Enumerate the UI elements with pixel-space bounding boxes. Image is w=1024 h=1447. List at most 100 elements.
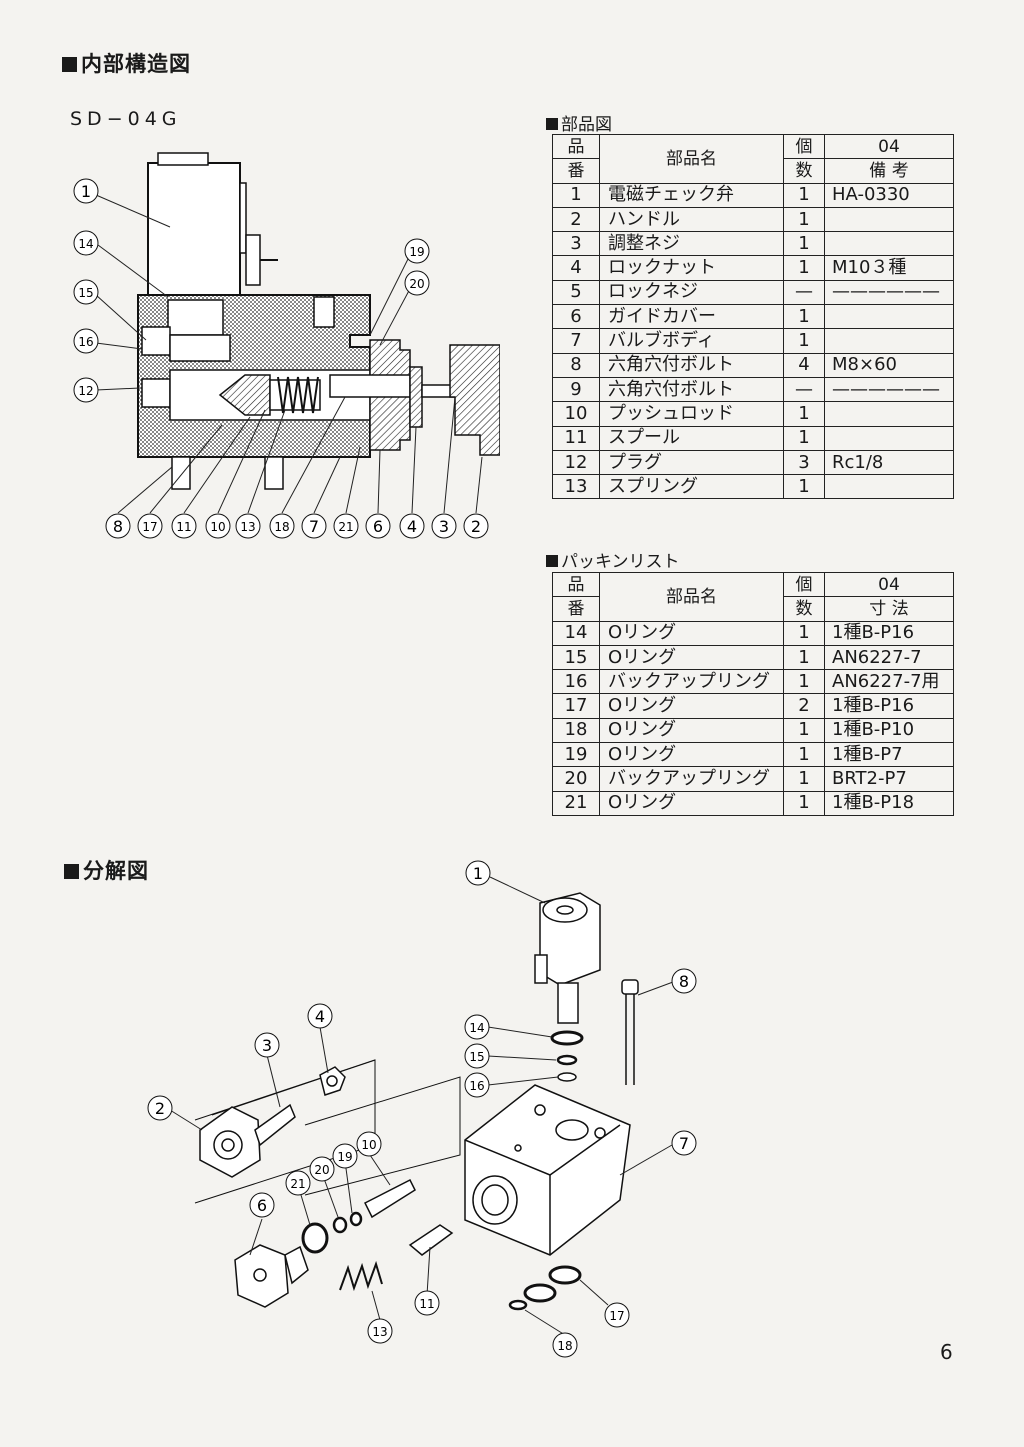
header-remark: 備 考 [824,158,954,184]
callout-11: 11 [414,1290,440,1316]
exploded-view-drawing: 1 8 14 15 16 7 4 3 2 10 19 20 21 6 11 13… [147,860,697,1358]
row-no: 13 [552,474,600,500]
row-remark: 1種B-P16 [824,620,954,646]
row-remark [824,328,954,354]
callout-14: 14 [464,1014,490,1040]
row-remark: Rc1/8 [824,449,954,476]
callout-label: 1 [81,182,91,201]
row-remark [824,231,954,257]
callout-label: 7 [309,517,319,536]
callout-label: 18 [557,1339,572,1353]
row-qty: 4 [783,352,825,378]
header-model: 04 [824,133,954,160]
parts-table-title: 部品図 [561,115,612,135]
callout-12: 12 [73,377,99,403]
callout-label: 14 [469,1021,484,1035]
internal-structure-title: 内部構造図 [81,52,191,76]
row-name: ロックナット [599,255,784,281]
row-no: 16 [552,669,600,695]
callout-2: 2 [147,1095,173,1121]
row-no: 17 [552,693,600,719]
callout-13: 13 [367,1318,393,1344]
header-no-bottom: 番 [552,596,600,622]
packing-table-heading: パッキンリスト [546,547,680,572]
row-qty: 1 [783,620,825,646]
row-qty: 2 [783,693,825,719]
row-remark: 1種B-P7 [824,742,954,768]
row-no: 10 [552,401,600,427]
callout-19: 19 [404,238,430,264]
callout-15: 15 [464,1043,490,1069]
row-remark: BRT2-P7 [824,766,954,792]
row-name: 電磁チェック弁 [599,182,784,208]
row-no: 14 [552,620,600,646]
row-qty: 1 [783,644,825,671]
callout-label: 3 [262,1036,272,1055]
row-no: 5 [552,279,600,306]
row-name: ロックネジ [599,279,784,306]
row-remark: —————— [824,376,954,403]
row-remark: 1種B-P18 [824,790,954,816]
callout-13: 13 [235,513,261,539]
row-remark: 1種B-P10 [824,717,954,744]
heading-square-icon [546,555,558,567]
callout-20: 20 [309,1156,335,1182]
row-no: 20 [552,766,600,792]
row-name: Oリング [599,717,784,744]
callout-label: 2 [471,517,481,536]
row-qty: 1 [783,231,825,257]
row-name: プッシュロッド [599,401,784,427]
callout-6: 6 [365,513,391,539]
row-qty: 1 [783,474,825,500]
callout-19: 19 [332,1143,358,1169]
callout-4: 4 [399,513,425,539]
heading-square-icon [546,118,558,130]
callout-label: 11 [176,520,191,534]
heading-square-icon [62,57,77,72]
row-name: ハンドル [599,206,784,233]
callout-label: 16 [78,335,93,349]
row-no: 7 [552,328,600,354]
header-remark: 寸 法 [824,596,954,622]
row-name: Oリング [599,644,784,671]
model-label: SD−04G [70,108,182,130]
row-remark: M10３種 [824,255,954,281]
row-name: スプール [599,425,784,451]
row-name: ガイドカバー [599,304,784,330]
callout-21: 21 [333,513,359,539]
callout-6: 6 [249,1192,275,1218]
row-qty: 1 [783,182,825,208]
exploded-view-heading: 分解図 [64,855,149,885]
row-no: 12 [552,449,600,476]
row-name: Oリング [599,790,784,816]
row-remark: AN6227-7 [824,644,954,671]
row-remark: M8×60 [824,352,954,378]
row-no: 11 [552,425,600,451]
parts-table-heading: 部品図 [546,110,612,135]
callout-label: 6 [373,517,383,536]
callout-label: 13 [240,520,255,534]
callout-label: 19 [337,1150,352,1164]
row-name: プラグ [599,449,784,476]
callout-7: 7 [671,1130,697,1156]
row-qty: 1 [783,304,825,330]
callout-17: 17 [137,513,163,539]
callout-label: 19 [409,245,424,259]
callout-8: 8 [105,513,131,539]
callout-2: 2 [463,513,489,539]
row-qty: 1 [783,255,825,281]
callout-16: 16 [73,328,99,354]
